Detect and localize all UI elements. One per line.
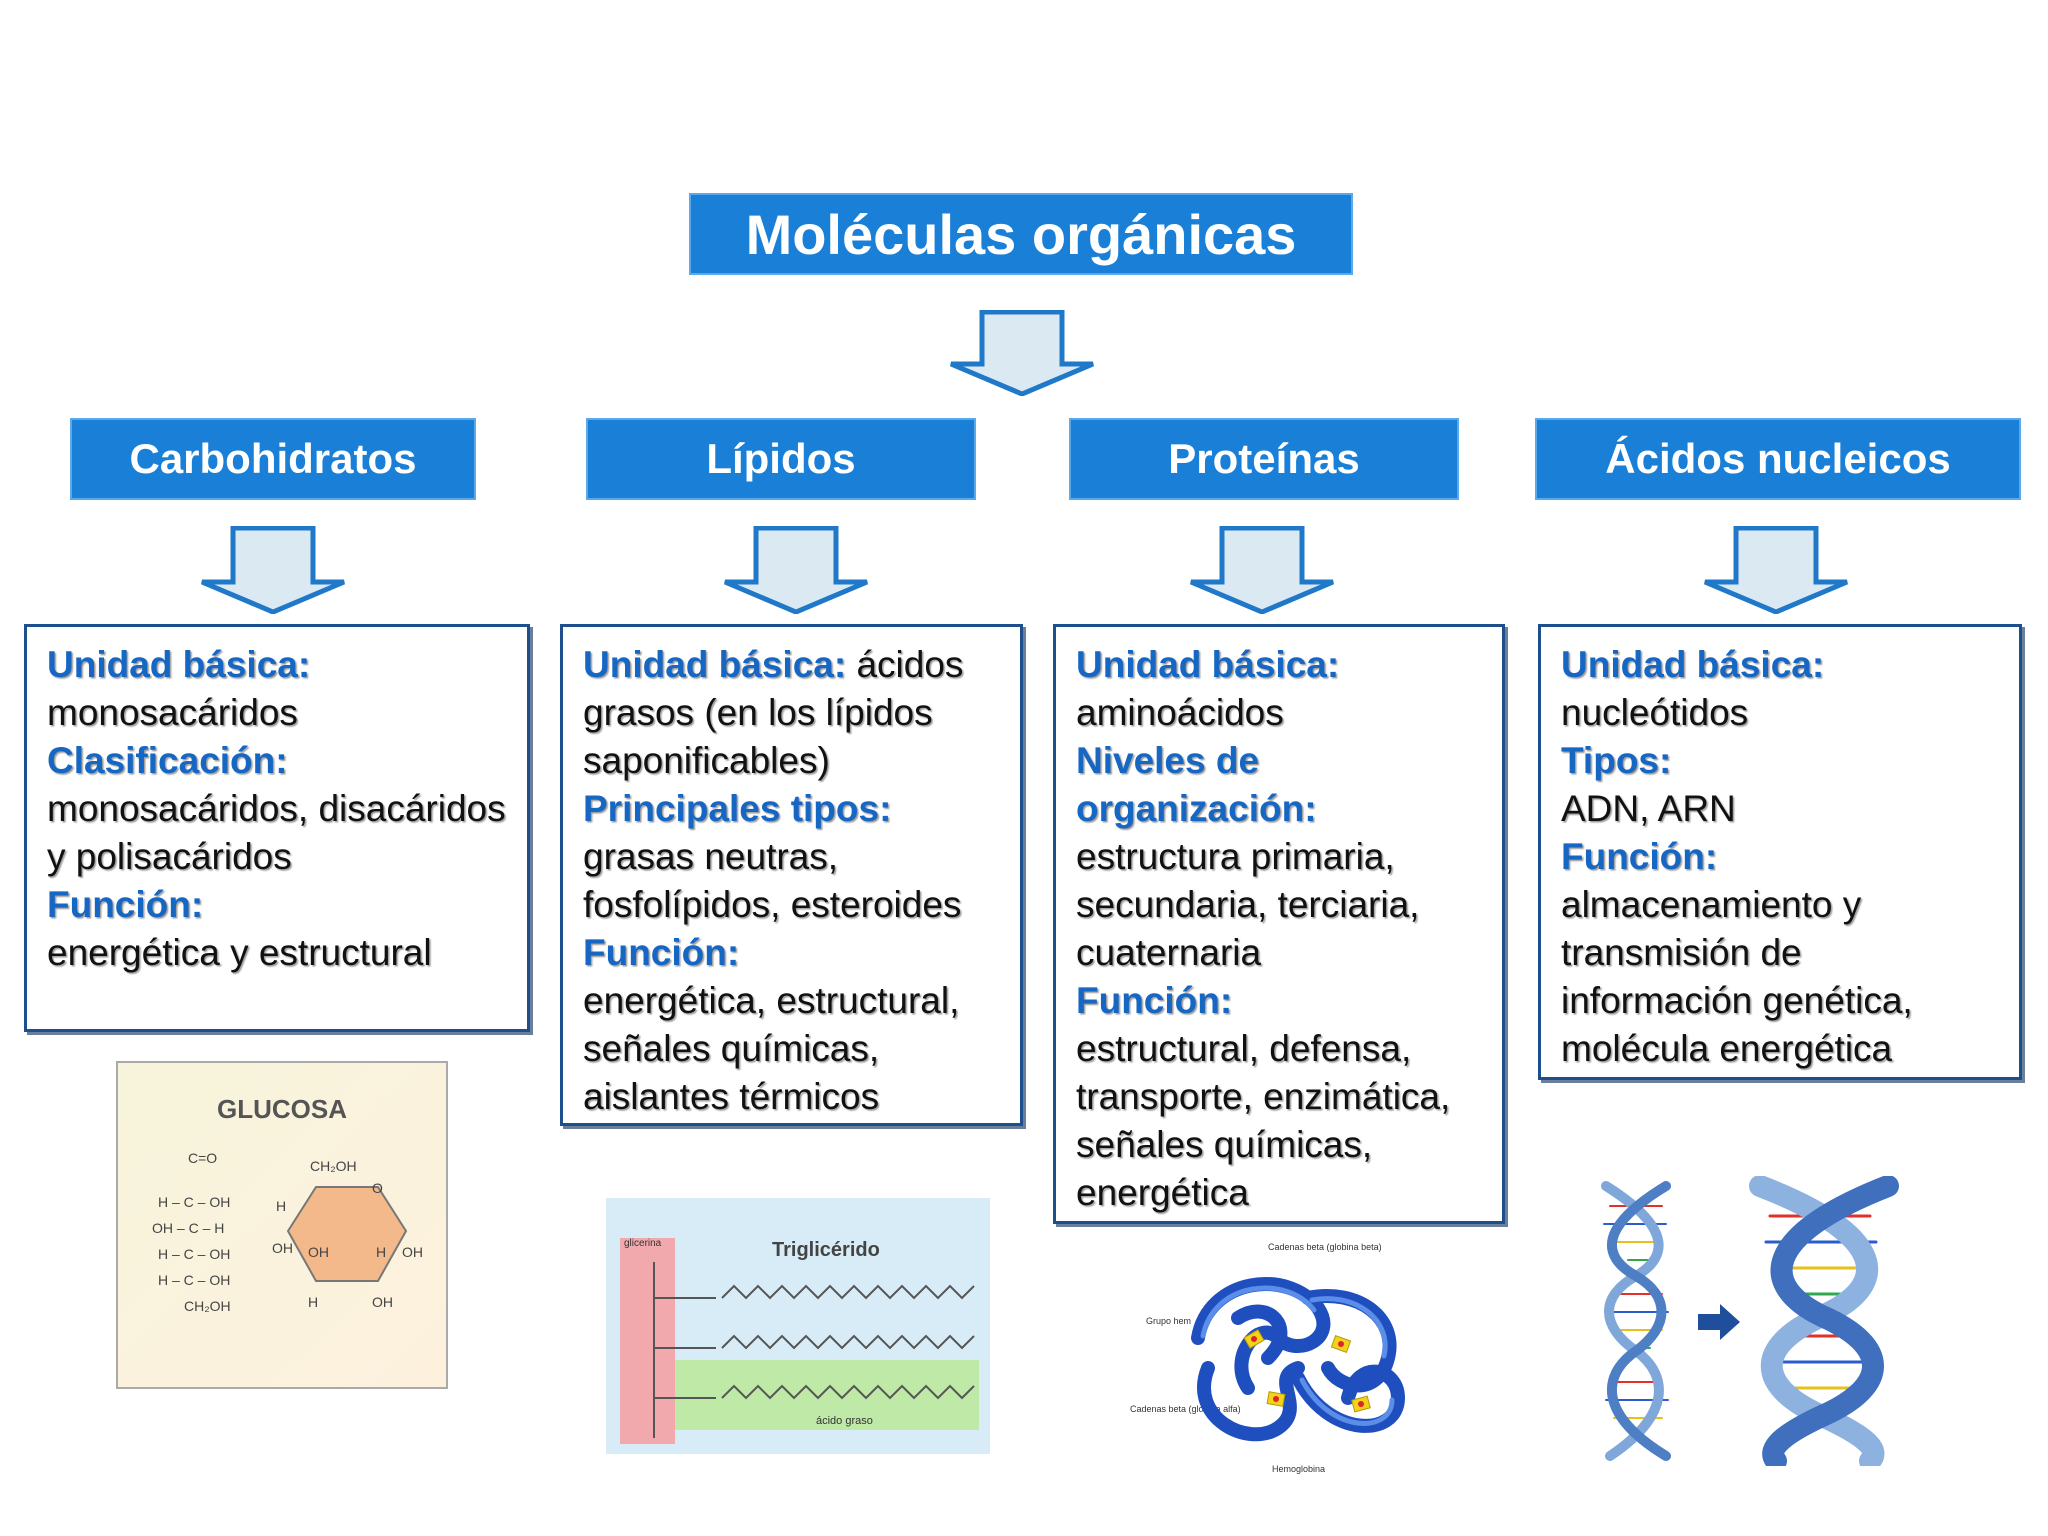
glucosa-linear: C=O H – C – OH OH – C – H H – C – OH H –…	[152, 1150, 231, 1314]
label-alfa: Cadenas beta (globina alfa)	[1130, 1404, 1241, 1414]
svg-text:H – C – OH: H – C – OH	[158, 1194, 230, 1210]
arrow-down-icon	[201, 526, 345, 614]
arrow-down-icon	[950, 310, 1094, 396]
unidad-value: nucleótidos	[1561, 692, 1749, 733]
niveles-label: Niveles de organización:	[1076, 740, 1317, 829]
glucosa-figure: GLUCOSA C=O H – C – OH OH – C – H H – C …	[116, 1061, 448, 1389]
funcion-value: energética, estructural, señales química…	[583, 980, 960, 1117]
svg-text:H – C – OH: H – C – OH	[158, 1246, 230, 1262]
arrow-down-icon	[1704, 526, 1848, 614]
label-hemoglobina: Hemoglobina	[1272, 1464, 1325, 1474]
svg-text:OH: OH	[308, 1244, 329, 1260]
glucosa-ring-labels: CH₂OH O H OH OH H OH H OH	[272, 1158, 423, 1310]
svg-text:OH – C – H: OH – C – H	[152, 1220, 224, 1236]
svg-text:CH₂OH: CH₂OH	[184, 1298, 231, 1314]
clasificacion-value: monosacáridos, disacáridos y polisacárid…	[47, 788, 506, 877]
funcion-label: Función:	[47, 884, 204, 925]
glicerina-label: glicerina	[624, 1238, 662, 1249]
unidad-value: monosacáridos	[47, 692, 298, 733]
info-box-proteinas: Unidad básica: aminoácidos Niveles de or…	[1053, 624, 1505, 1224]
svg-text:H – C – OH: H – C – OH	[158, 1272, 230, 1288]
svg-text:OH: OH	[272, 1240, 293, 1256]
hemoglobina-figure: Cadenas beta (globina beta) Grupo hem Ca…	[1130, 1242, 1406, 1474]
svg-text:OH: OH	[372, 1294, 393, 1310]
adn-figure	[1601, 1176, 1899, 1466]
funcion-value: almacenamiento y transmisión de informac…	[1561, 884, 1913, 1069]
info-box-lipidos: Unidad básica: ácidos grasos (en los líp…	[560, 624, 1023, 1126]
category-carbohidratos: Carbohidratos	[70, 418, 476, 500]
funcion-value: energética y estructural	[47, 932, 432, 973]
unidad-value: aminoácidos	[1076, 692, 1284, 733]
info-box-carbohidratos: Unidad básica: monosacáridos Clasificaci…	[24, 624, 530, 1032]
label-beta-top: Cadenas beta (globina beta)	[1268, 1242, 1382, 1252]
svg-text:H: H	[308, 1294, 318, 1310]
tipos-value: grasas neutras, fosfolípidos, esteroides	[583, 836, 962, 925]
unidad-value: ácidos grasos (en los lípidos saponifica…	[583, 644, 964, 781]
tipos-label: Principales tipos:	[583, 788, 892, 829]
funcion-label: Función:	[1076, 980, 1233, 1021]
svg-text:H: H	[276, 1198, 286, 1214]
tipos-label: Tipos:	[1561, 740, 1672, 781]
glucosa-title: GLUCOSA	[217, 1094, 347, 1124]
funcion-value: estructural, defensa, transporte, enzimá…	[1076, 1028, 1451, 1213]
funcion-label: Función:	[1561, 836, 1718, 877]
svg-text:OH: OH	[402, 1244, 423, 1260]
clasificacion-label: Clasificación:	[47, 740, 288, 781]
category-proteinas: Proteínas	[1069, 418, 1459, 500]
label-hem: Grupo hem	[1146, 1316, 1191, 1326]
unidad-label: Unidad básica:	[1561, 644, 1825, 685]
svg-text:O: O	[372, 1180, 383, 1196]
unidad-label: Unidad básica:	[47, 644, 311, 685]
niveles-value: estructura primaria, secundaria, terciar…	[1076, 836, 1420, 973]
tipos-value: ADN, ARN	[1561, 788, 1736, 829]
svg-text:C=O: C=O	[188, 1150, 217, 1166]
arrow-down-icon	[1190, 526, 1334, 614]
svg-text:H: H	[376, 1244, 386, 1260]
trigliceridos-figure: glicerina Triglicérido ácido graso	[606, 1198, 990, 1454]
unidad-label: Unidad básica:	[583, 644, 847, 685]
svg-text:CH₂OH: CH₂OH	[310, 1158, 357, 1174]
acido-graso-label: ácido graso	[816, 1415, 873, 1427]
category-acidos-nucleicos: Ácidos nucleicos	[1535, 418, 2021, 500]
diagram-title: Moléculas orgánicas	[689, 193, 1353, 275]
category-lipidos: Lípidos	[586, 418, 976, 500]
info-box-acidos-nucleicos: Unidad básica: nucleótidos Tipos: ADN, A…	[1538, 624, 2022, 1080]
trigliceridos-title: Triglicérido	[772, 1239, 880, 1261]
unidad-label: Unidad básica:	[1076, 644, 1340, 685]
arrow-down-icon	[724, 526, 868, 614]
funcion-label: Función:	[583, 932, 740, 973]
